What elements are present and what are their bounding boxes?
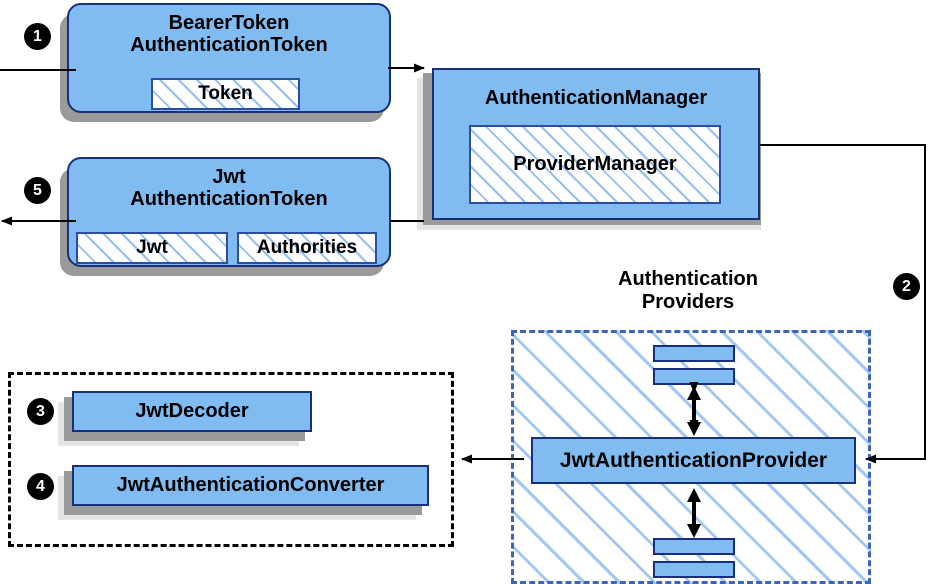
jwt-token-slot-jwt[interactable]: Jwt xyxy=(76,232,228,264)
providers-caption-line2: Providers xyxy=(641,290,735,313)
jwt-decoder-node[interactable]: JwtDecoder xyxy=(72,391,312,432)
providers-caption: Authentication Providers xyxy=(563,268,813,314)
provider-stub-bottom-2 xyxy=(653,561,735,578)
jwt-authentication-converter-node[interactable]: JwtAuthenticationConverter xyxy=(72,465,429,506)
step-badge-2: 2 xyxy=(894,274,919,299)
step-badge-1: 1 xyxy=(25,24,50,49)
jwt-token-slot-authorities[interactable]: Authorities xyxy=(237,232,377,264)
provider-stub-bottom-1 xyxy=(653,538,735,555)
auth-manager-slot-provider-manager[interactable]: ProviderManager xyxy=(469,125,721,204)
step-badge-5: 5 xyxy=(25,178,50,203)
providers-caption-line1: Authentication xyxy=(618,268,758,290)
bearer-token-slot-token[interactable]: Token xyxy=(151,78,300,110)
jwt-authentication-provider-node[interactable]: JwtAuthenticationProvider xyxy=(531,437,856,484)
step-badge-3: 3 xyxy=(28,399,53,424)
provider-stub-top-1 xyxy=(653,345,735,362)
step-badge-4: 4 xyxy=(28,474,53,499)
provider-stub-top-2 xyxy=(653,368,735,385)
jwt-config-group xyxy=(8,372,454,547)
